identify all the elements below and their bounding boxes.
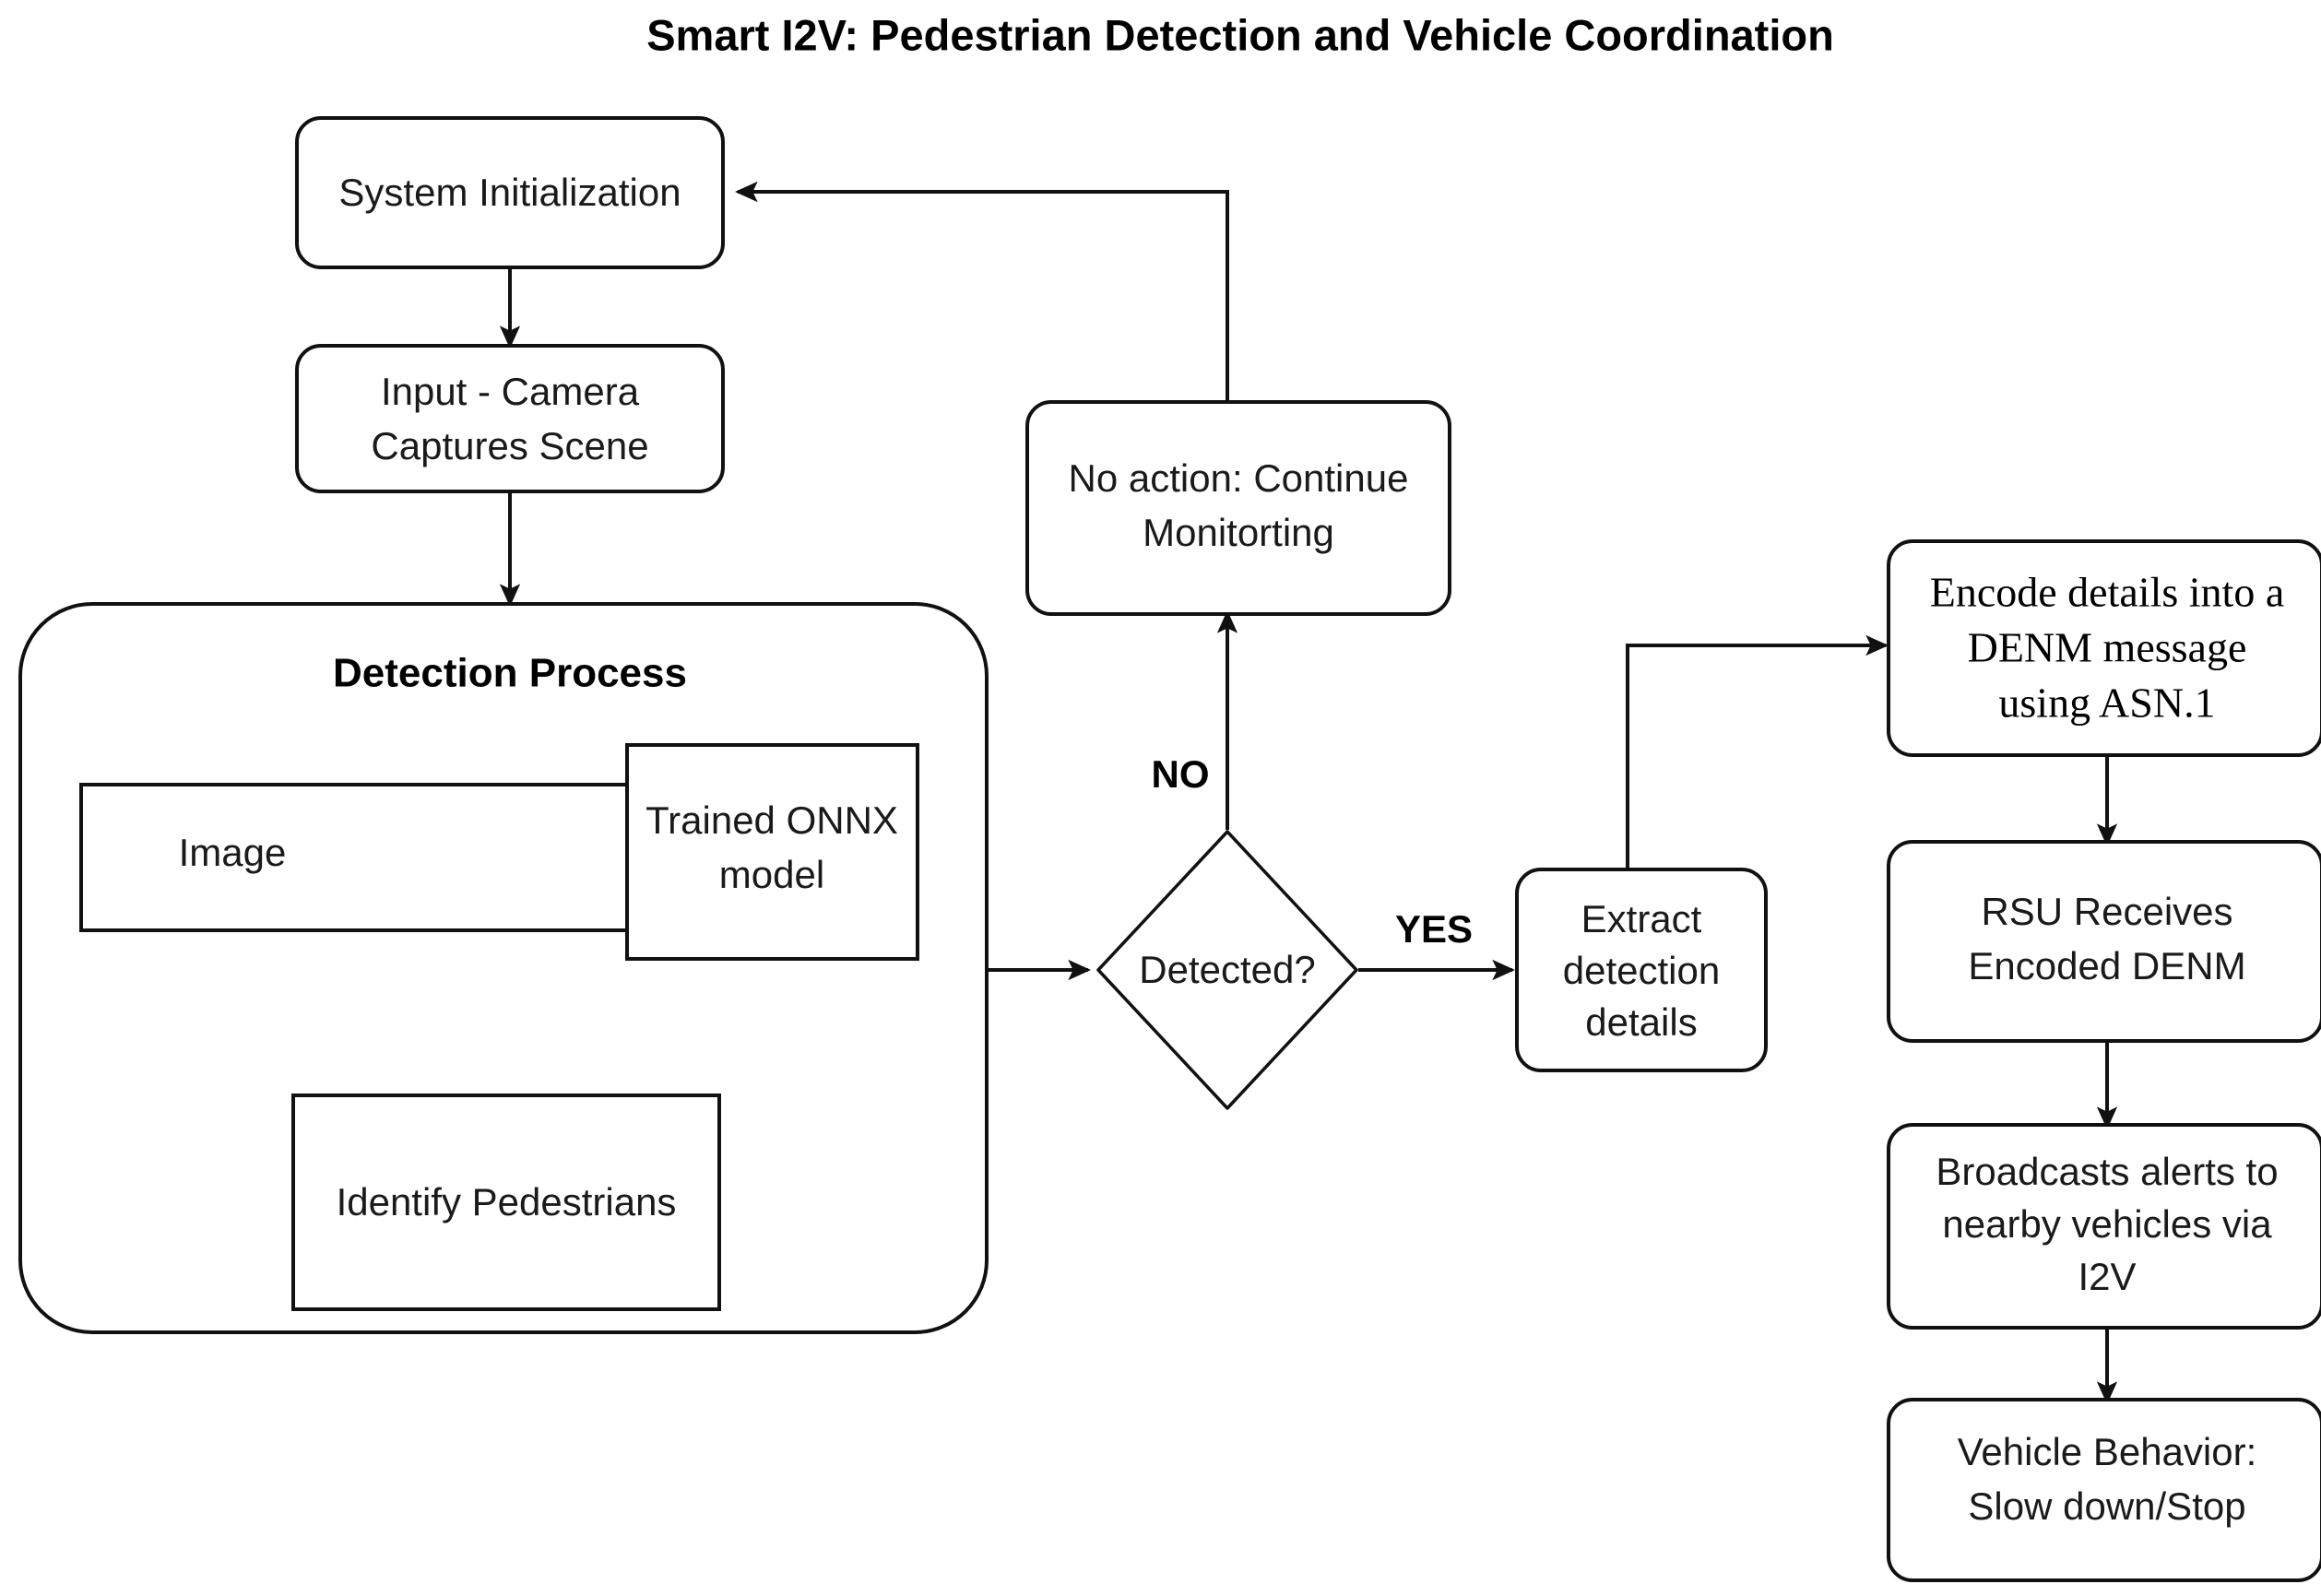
encode-denm-box[interactable] <box>1887 539 2321 757</box>
node-vehicle-behavior[interactable]: Vehicle Behavior: Slow down/Stop <box>1887 1398 2321 1582</box>
broadcast-alerts-box[interactable] <box>1887 1123 2321 1330</box>
input-camera-label-line2: Captures Scene <box>371 424 648 467</box>
node-rsu-receives[interactable]: RSU Receives Encoded DENM <box>1887 840 2321 1043</box>
no-action-label-line2: Monitorting <box>1143 511 1334 554</box>
trained-onnx-model-label-line2: model <box>719 853 824 896</box>
input-camera-label-line1: Input - Camera <box>381 370 640 413</box>
no-action-label-line1: No action: Continue <box>1069 456 1409 500</box>
edge-label-yes: YES <box>1395 907 1473 951</box>
edge-label-no: NO <box>1152 752 1210 796</box>
vehicle-behavior-box[interactable] <box>1887 1398 2321 1582</box>
node-trained-onnx-model[interactable]: Trained ONNX model <box>625 743 919 961</box>
system-initialization-label: System Initialization <box>338 171 681 214</box>
input-camera-box[interactable] <box>295 344 725 493</box>
broadcast-alerts-label-line1: Broadcasts alerts to <box>1936 1150 2278 1193</box>
encode-denm-label-line2: DENM message <box>1968 624 2247 671</box>
image-label: Image <box>179 831 287 874</box>
node-detected-decision[interactable]: Detected? <box>1096 830 1358 1110</box>
encode-denm-label-line3: using ASN.1 <box>1998 680 2215 727</box>
vehicle-behavior-label-line1: Vehicle Behavior: <box>1958 1430 2257 1473</box>
extract-label-line2: detection <box>1563 949 1720 992</box>
node-image[interactable]: Image <box>79 783 629 932</box>
broadcast-alerts-label-line2: nearby vehicles via <box>1942 1202 2272 1246</box>
rsu-receives-label-line1: RSU Receives <box>1981 890 2232 933</box>
node-input-camera[interactable]: Input - Camera Captures Scene <box>295 344 725 493</box>
node-no-action[interactable]: No action: Continue Monitorting <box>1025 400 1451 616</box>
extract-label-line1: Extract <box>1581 897 1702 940</box>
node-encode-denm[interactable]: Encode details into a DENM message using… <box>1887 539 2321 757</box>
identify-pedestrians-box[interactable] <box>291 1094 721 1311</box>
extract-detection-details-box[interactable] <box>1515 868 1768 1072</box>
node-identify-pedestrians[interactable]: Identify Pedestrians <box>291 1094 721 1311</box>
node-broadcast-alerts[interactable]: Broadcasts alerts to nearby vehicles via… <box>1887 1123 2321 1330</box>
page-title: Smart I2V: Pedestrian Detection and Vehi… <box>646 10 1834 59</box>
system-initialization-box[interactable] <box>295 116 725 269</box>
broadcast-alerts-label-line3: I2V <box>2078 1255 2136 1298</box>
edge-no-action-to-system-init <box>734 181 1229 406</box>
rsu-receives-box[interactable] <box>1887 840 2321 1043</box>
node-system-initialization[interactable]: System Initialization <box>295 116 725 269</box>
detection-process-title: Detection Process <box>333 651 687 696</box>
vehicle-behavior-label-line2: Slow down/Stop <box>1968 1484 2245 1528</box>
rsu-receives-label-line2: Encoded DENM <box>1968 944 2245 987</box>
edge-extract-to-encode <box>1626 634 1889 871</box>
node-extract-detection-details[interactable]: Extract detection details <box>1515 868 1768 1072</box>
identify-pedestrians-label: Identify Pedestrians <box>337 1180 677 1224</box>
image-box[interactable] <box>79 783 629 932</box>
detected-diamond[interactable] <box>1096 830 1358 1110</box>
trained-onnx-model-label-line1: Trained ONNX <box>645 798 898 842</box>
trained-onnx-model-box[interactable] <box>625 743 919 961</box>
detected-label: Detected? <box>1139 948 1315 991</box>
encode-denm-label-line1: Encode details into a <box>1930 569 2285 616</box>
extract-label-line3: details <box>1585 1000 1697 1044</box>
no-action-box[interactable] <box>1025 400 1451 616</box>
